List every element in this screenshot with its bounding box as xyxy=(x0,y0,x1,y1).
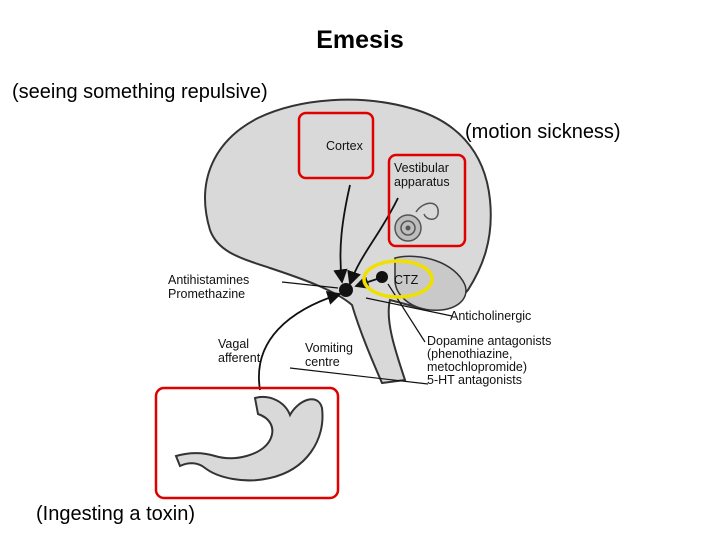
line-serotonin-pointer xyxy=(289,367,429,385)
label-dopamine-antagonists: Dopamine antagonists xyxy=(427,334,551,348)
arrow-vagal-to-vc xyxy=(258,290,342,391)
label-vagal: Vagal xyxy=(218,337,249,351)
label-vomiting: Vomiting xyxy=(305,341,353,355)
stomach-highlight-box xyxy=(154,386,340,500)
page-title: Emesis xyxy=(316,26,404,54)
label-anticholinergic: Anticholinergic xyxy=(450,309,531,323)
line-anticholinergic-pointer xyxy=(365,297,453,317)
ctz-dot xyxy=(376,271,388,283)
caption-toxin: (Ingesting a toxin) xyxy=(36,503,195,525)
line-dopamine-pointer xyxy=(387,283,426,343)
label-centre: centre xyxy=(305,355,340,369)
label-vestibular-line1: Vestibular xyxy=(394,161,449,175)
caption-motion: (motion sickness) xyxy=(465,121,621,143)
caption-seeing: (seeing something repulsive) xyxy=(12,81,268,103)
label-cortex: Cortex xyxy=(326,139,364,153)
label-phenothiazine: (phenothiazine, xyxy=(427,347,512,361)
label-promethazine: Promethazine xyxy=(168,287,245,301)
cortex-highlight-box xyxy=(297,111,375,180)
ctz-highlight-ring xyxy=(362,259,434,299)
arrow-vestibular-to-vc xyxy=(347,197,399,286)
label-antihistamines: Antihistamines xyxy=(168,273,249,287)
label-5ht-antagonists: 5-HT antagonists xyxy=(427,373,522,387)
arrow-cortex-to-vc xyxy=(333,184,351,284)
vestibular-highlight-box xyxy=(387,153,467,248)
arrow-ctz-to-vc xyxy=(354,275,381,289)
stomach-shape xyxy=(174,396,324,482)
line-antihistamine-pointer xyxy=(281,281,339,289)
vomiting-centre-dot xyxy=(339,283,353,297)
label-ctz: CTZ xyxy=(394,273,419,287)
cochlea-icon xyxy=(394,202,439,242)
label-vestibular-line2: apparatus xyxy=(394,175,450,189)
label-metochlopromide: metochlopromide) xyxy=(427,360,527,374)
label-afferent: afferent xyxy=(218,351,261,365)
